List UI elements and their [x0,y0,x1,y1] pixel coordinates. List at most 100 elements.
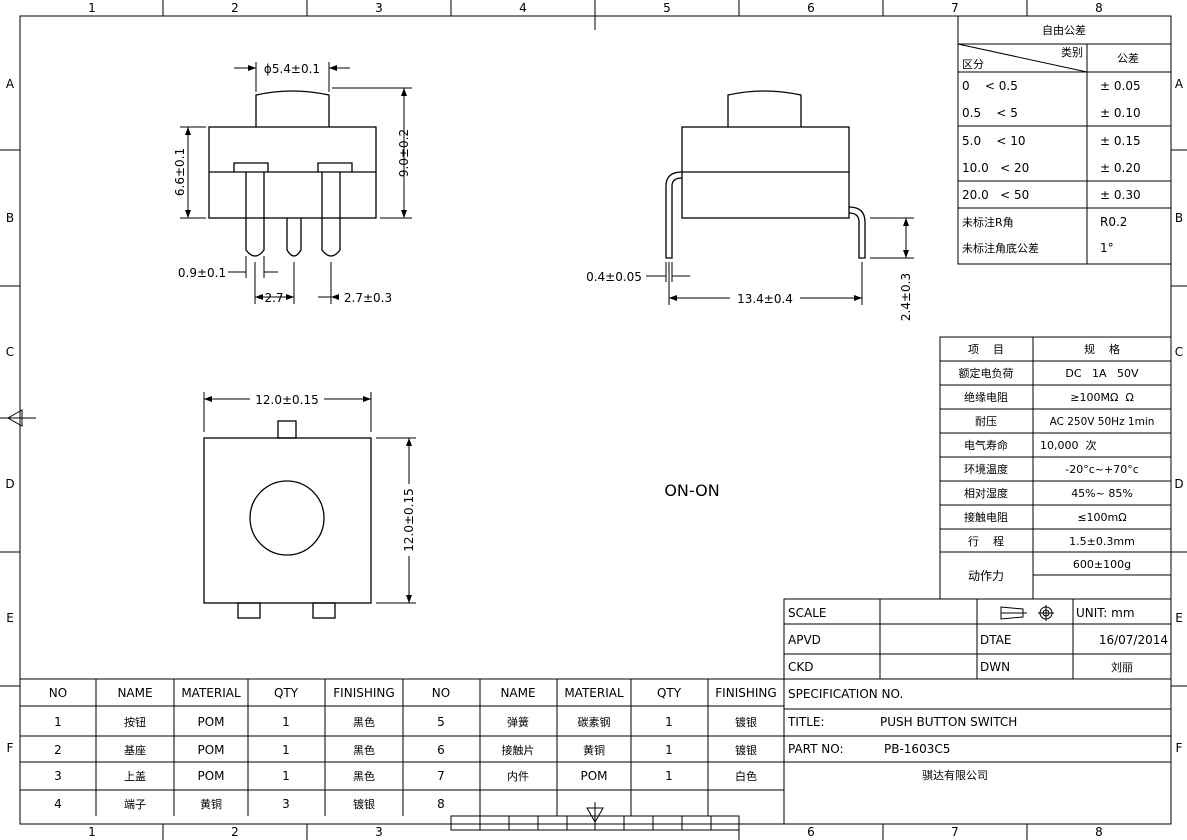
dim-body-height: 6.6±0.1 [173,148,187,196]
dim-pin-width: 0.9±0.1 [178,266,226,280]
bom-row: 4 端子 黄铜 3 镀银 8 [54,797,445,811]
row-label: A [1175,77,1184,91]
part-no-label: PART NO: [788,742,844,756]
tolerance-value: ± 0.30 [1100,188,1141,202]
tolerance-range: 0.5 < 5 [962,106,1018,120]
bom-cell: 弹簧 [507,715,529,729]
bom-cell: POM [197,769,224,783]
spec-item-header: 项 目 [968,343,1004,356]
bom-cell: 1 [665,715,673,729]
dim-side-width: 12.0±0.15 [402,488,416,552]
bom-header: FINISHING [333,686,394,700]
spec-value: 1.5±0.3mm [1069,535,1135,548]
spec-value-header: 规 格 [1084,342,1120,356]
bom-cell: 上盖 [124,769,146,783]
tolerance-zone-header: 区分 [962,58,984,71]
bom-cell: 黑色 [353,715,375,729]
spec-item: 环境温度 [964,462,1008,476]
bom-cell: 6 [437,743,445,757]
bom-cell: 1 [282,715,290,729]
spec-value: 600±100g [1073,558,1131,571]
dim-top-diameter: ϕ5.4±0.1 [264,62,320,76]
spec-value: AC 250V 50Hz 1min [1050,416,1155,428]
tolerance-value: R0.2 [1100,215,1127,229]
spec-value: ≤100mΩ [1077,511,1126,524]
bom-header: NO [432,686,450,700]
dim-pitch-2: 2.7±0.3 [344,291,392,305]
col-label: 1 [88,1,96,15]
bom-cell: 1 [665,769,673,783]
bom-cell: 1 [665,743,673,757]
spec-item: 动作力 [968,569,1004,583]
tolerance-title: 自由公差 [1042,23,1086,37]
tolerance-table: 自由公差 类别 区分 公差 0 < 0.5 ± 0.05 0.5 < 5 ± 0… [957,15,1172,265]
company-name: 骐达有限公司 [922,768,988,782]
bom-header: NAME [500,686,535,700]
tolerance-range: 未标注R角 [962,215,1014,229]
bom-table: NO NAME MATERIAL QTY FINISHING NO NAME M… [20,679,784,816]
bom-cell: 内件 [507,769,529,783]
tolerance-value: 1° [1100,241,1114,255]
bom-cell: 镀银 [735,715,757,729]
row-label: B [6,211,14,225]
spec-no-label: SPECIFICATION NO. [788,687,903,701]
front-view: ϕ5.4±0.1 9.0±0.2 6.6±0.1 0.9±0.1 2.7 2.7… [173,62,412,305]
tolerance-range: 10.0 < 20 [962,161,1029,175]
bom-cell: POM [197,743,224,757]
bom-cell: 黑色 [353,743,375,757]
bom-cell: 黄铜 [200,797,222,811]
dim-total-height: 9.0±0.2 [397,129,411,177]
tolerance-value: ± 0.20 [1100,161,1141,175]
spec-item: 绝缘电阻 [964,390,1008,404]
col-label: 6 [807,1,815,15]
bom-header: MATERIAL [181,686,241,700]
date-label: DTAE [980,633,1011,647]
drawing-title: PUSH BUTTON SWITCH [880,715,1017,729]
spec-item: 电气寿命 [964,438,1008,452]
tolerance-range: 5.0 < 10 [962,134,1025,148]
col-label: 8 [1095,1,1103,15]
col-label: 1 [88,825,96,839]
col-label: 7 [951,825,959,839]
bom-cell: 按钮 [124,715,146,729]
tolerance-range: 20.0 < 50 [962,188,1029,202]
bom-header: QTY [274,686,299,700]
bom-cell: 1 [282,743,290,757]
top-view: 12.0±0.15 12.0±0.15 [203,391,417,619]
bom-cell: POM [580,769,607,783]
projection-symbol-icon [1000,605,1054,621]
side-view: 0.4±0.05 13.4±0.4 2.4±0.3 [586,90,914,321]
row-label: C [6,345,14,359]
dim-length: 13.4±0.4 [737,292,793,306]
spec-item: 耐压 [975,415,997,428]
bom-header: QTY [657,686,682,700]
bom-cell: 白色 [735,769,757,783]
drawn-label: DWN [980,660,1010,674]
bom-header-row: NO NAME MATERIAL QTY FINISHING NO NAME M… [49,686,777,700]
unit-label: UNIT: mm [1076,606,1135,620]
bom-cell: 端子 [124,798,146,811]
tolerance-value-header: 公差 [1117,51,1139,65]
bom-header: NO [49,686,67,700]
tolerance-value: ± 0.05 [1100,79,1141,93]
drawn-by: 刘丽 [1111,661,1133,674]
row-label: A [6,77,15,91]
spec-item: 行 程 [968,535,1004,548]
bom-cell: 2 [54,743,62,757]
row-label: B [1175,211,1183,225]
bom-header: FINISHING [715,686,776,700]
tolerance-value: ± 0.10 [1100,106,1141,120]
col-label: 6 [807,825,815,839]
bom-cell: 镀银 [353,797,375,811]
part-no-value: PB-1603C5 [884,742,950,756]
tolerance-range: 0 < 0.5 [962,79,1018,93]
dim-top-width: 12.0±0.15 [255,393,319,407]
col-label: 3 [375,1,383,15]
dim-pitch-1: 2.7 [264,291,283,305]
bom-cell: 8 [437,797,445,811]
bom-cell: 碳素钢 [578,715,611,729]
bom-cell: 4 [54,797,62,811]
tolerance-value: ± 0.15 [1100,134,1141,148]
row-label: D [5,477,14,491]
